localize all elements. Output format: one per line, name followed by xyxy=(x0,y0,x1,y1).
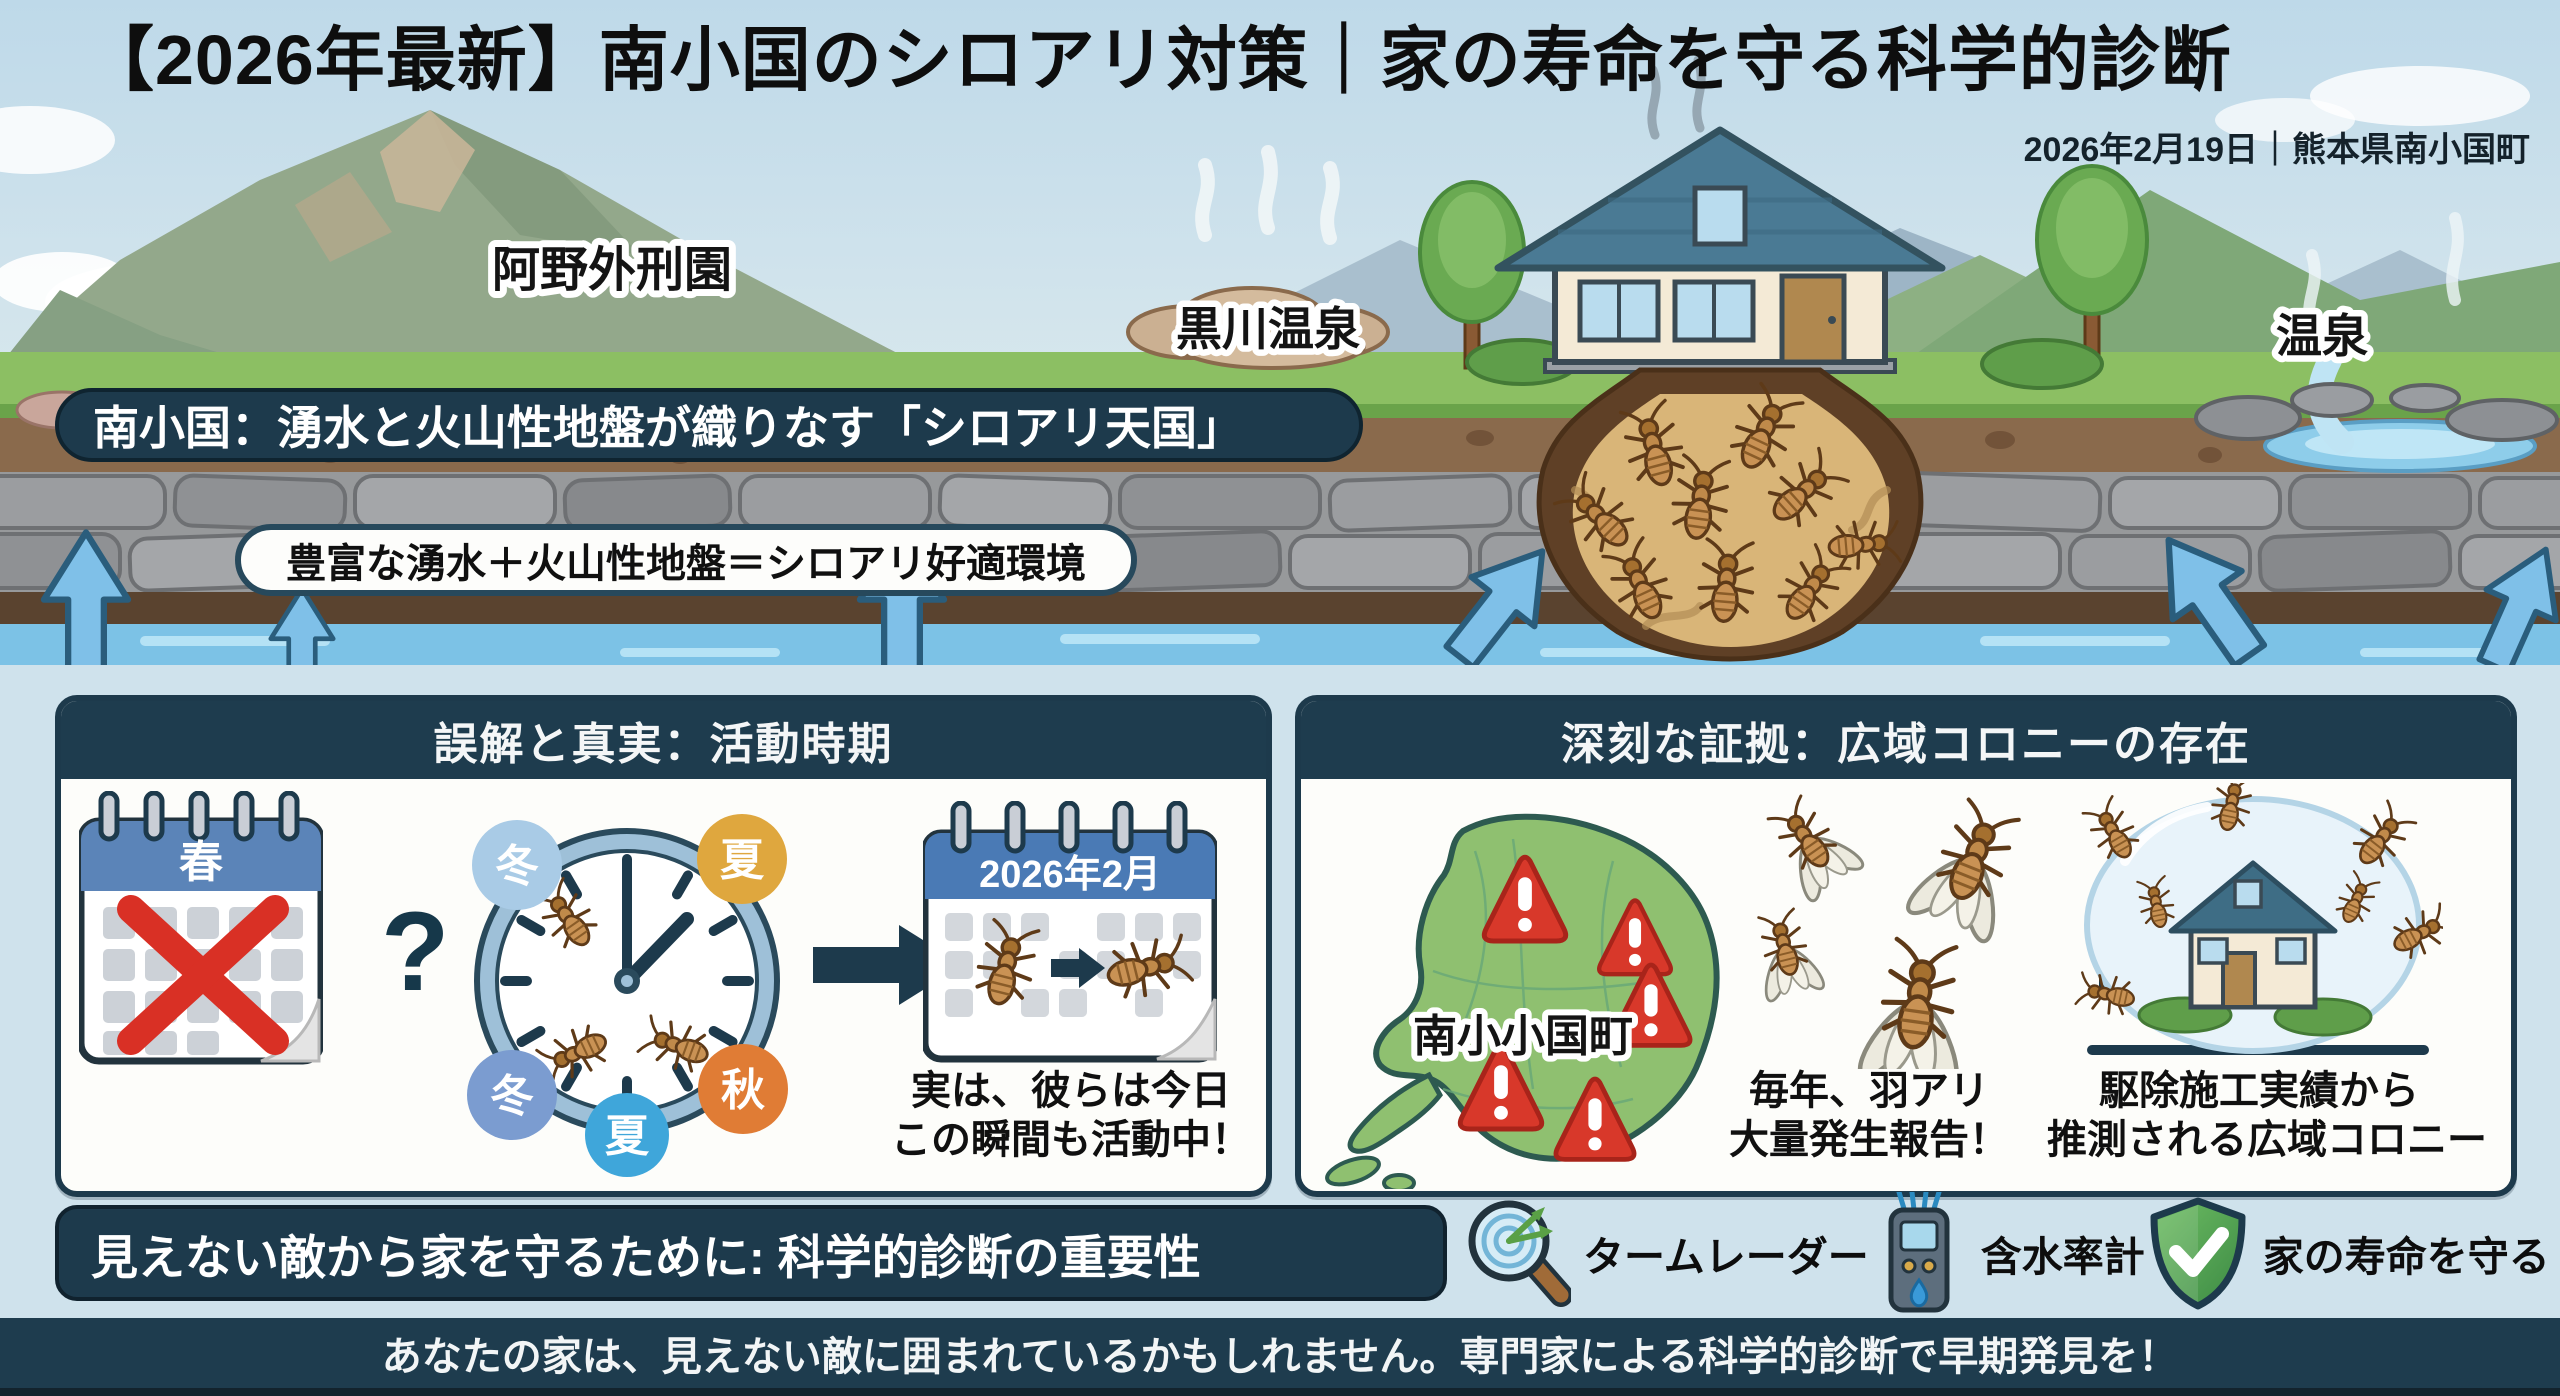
svg-text:冬: 冬 xyxy=(495,842,539,891)
radar-magnifier-icon xyxy=(1468,1200,1571,1307)
moisture-meter-icon xyxy=(1888,1192,1950,1313)
water-layer xyxy=(0,624,2560,665)
kurokawa-onsen xyxy=(1126,145,1390,370)
question-mark: ? xyxy=(381,889,450,1014)
left-panel-title: 誤解と真実：活動時期 xyxy=(61,701,1266,779)
season-badges: 冬 夏 冬 夏 秋 xyxy=(467,814,788,1177)
tool-label: タームレーダー xyxy=(1583,1234,1869,1280)
hot-spring xyxy=(2194,212,2559,473)
red-x-mark xyxy=(117,895,289,1055)
svg-text:夏: 夏 xyxy=(605,1112,650,1161)
colony-evidence-panel: 深刻な証拠：広域コロニーの存在 南小小国町 xyxy=(1295,695,2517,1197)
season-clock-icon: 冬 夏 冬 夏 秋 xyxy=(467,814,788,1177)
importance-banner: 見えない敵から家を守るために: 科学的診断の重要性 xyxy=(55,1205,1447,1301)
tool-label: 含水率計 xyxy=(1980,1234,2145,1280)
svg-text:夏: 夏 xyxy=(720,836,765,885)
activity-caption: 実は、彼らは今日 この瞬間も活動中！ xyxy=(891,1069,1251,1162)
onsen-label: 温泉 xyxy=(2276,310,2368,362)
environment-formula-pill: 豊富な湧水＋火山性地盤＝シロアリ好適環境 xyxy=(235,524,1137,596)
map-label: 南小小国町 xyxy=(1413,1012,1633,1061)
svg-text:秋: 秋 xyxy=(721,1066,765,1115)
termite-colony-mound xyxy=(1536,367,1924,662)
page-title: 【2026年最新】南小国のシロアリ対策｜家の寿命を守る科学的診断 xyxy=(84,21,2232,99)
right-panel-title: 深刻な証拠：広域コロニーの存在 xyxy=(1301,701,2511,779)
feb-calendar-icon: 2026年2月 xyxy=(923,801,1217,1063)
mountain-aso xyxy=(0,110,920,365)
date-location: 2026年2月19日｜熊本県南小国町 xyxy=(2023,131,2530,169)
colony-caption: 駆除施工実績から 推測される広域コロニー xyxy=(2047,1069,2487,1162)
feb-calendar-label: 2026年2月 xyxy=(979,854,1161,896)
mountain-label: 阿野外刑園 xyxy=(492,244,732,297)
termite-paradise-banner: 南小国：湧水と火山性地盤が織りなす「シロアリ天国」 xyxy=(55,388,1363,462)
spring-calendar-icon: 春 xyxy=(79,791,323,1065)
colony-bubble xyxy=(2073,783,2443,1055)
footer-bar: あなたの家は、見えない敵に囲まれているかもしれません。専門家による科学的診断で早… xyxy=(0,1318,2560,1396)
swarm-caption: 毎年、羽アリ 大量発生報告！ xyxy=(1729,1069,2009,1162)
winged-termites-swarm xyxy=(1733,779,2093,1069)
activity-period-panel: 誤解と真実：活動時期 春 ? xyxy=(55,695,1272,1197)
tool-label: 家の寿命を守る xyxy=(2262,1234,2550,1280)
kurokawa-onsen-label: 黒川温泉 xyxy=(1176,303,1360,355)
footer-text: あなたの家は、見えない敵に囲まれているかもしれません。専門家による科学的診断で早… xyxy=(381,1335,2179,1379)
diagnostic-tools: タームレーダー 含水率計 家の寿命を守る xyxy=(1465,1192,2550,1313)
tool-moisture-meter: 含水率計 xyxy=(1869,1192,2145,1314)
shield-check-icon xyxy=(2150,1197,2246,1310)
svg-text:冬: 冬 xyxy=(490,1072,534,1121)
spring-label: 春 xyxy=(179,838,223,887)
dark-soil-layer xyxy=(0,592,2560,624)
tool-term-radar: タームレーダー xyxy=(1465,1197,1869,1309)
tool-shield: 家の寿命を守る xyxy=(2145,1195,2550,1311)
kumamoto-map: 南小小国町 xyxy=(1325,813,1720,1189)
